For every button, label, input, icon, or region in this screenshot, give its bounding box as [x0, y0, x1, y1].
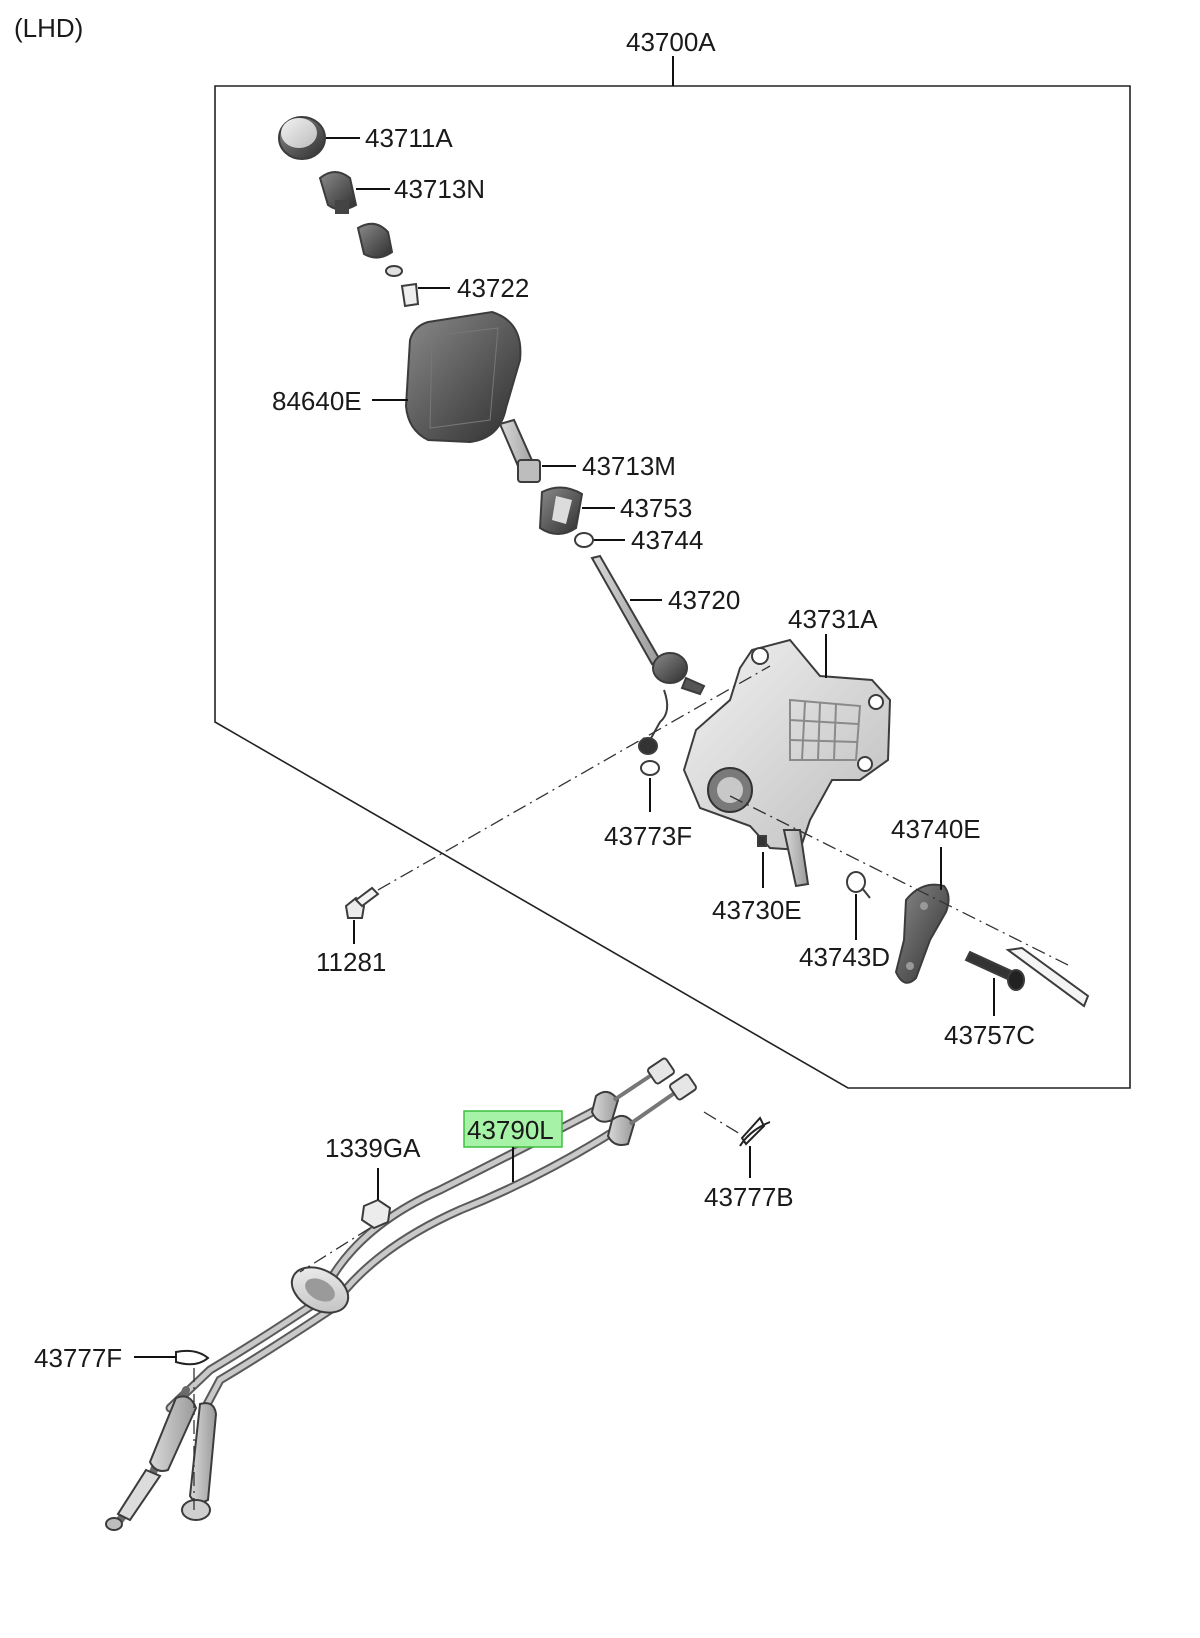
- shift-cable-assembly[interactable]: [105, 1057, 697, 1531]
- part-label-43777F: 43777F: [34, 1343, 122, 1373]
- part-label-43744: 43744: [631, 525, 703, 555]
- shift-lever-adapter[interactable]: [498, 418, 541, 483]
- assembly-frame: [214, 85, 1131, 1089]
- lever-sleeve[interactable]: [538, 486, 584, 535]
- small-ring[interactable]: [385, 265, 403, 277]
- assembly-label: 43700A: [626, 27, 716, 57]
- mounting-bolt[interactable]: [344, 886, 380, 919]
- centerline-nut: [299, 1227, 371, 1273]
- part-label-43757C: 43757C: [944, 1020, 1035, 1050]
- shift-knob[interactable]: [278, 116, 326, 160]
- part-label-43722: 43722: [457, 273, 529, 303]
- centerline-bolt: [377, 665, 771, 891]
- part-label-11281: 11281: [316, 947, 386, 977]
- spring-bushing[interactable]: [400, 282, 420, 308]
- part-label-43711A: 43711A: [365, 123, 453, 153]
- part-label-43713M: 43713M: [582, 451, 676, 481]
- retaining-blade[interactable]: [1005, 946, 1090, 1008]
- cable-clip-lower[interactable]: [175, 1349, 210, 1366]
- part-label-84640E: 84640E: [272, 386, 362, 416]
- centerline-pin: [729, 795, 1071, 967]
- shifter-housing[interactable]: [682, 638, 892, 888]
- bracket-pin[interactable]: [964, 950, 1025, 991]
- shift-lever[interactable]: [590, 554, 706, 755]
- part-label-43731A: 43731A: [788, 604, 878, 634]
- cable-nut[interactable]: [360, 1198, 392, 1230]
- variant-label: (LHD): [14, 13, 83, 43]
- part-label-43753: 43753: [620, 493, 692, 523]
- centerline-clip: [703, 1111, 741, 1135]
- part-label-43790L[interactable]: 43790L: [467, 1115, 554, 1145]
- knob-collar[interactable]: [356, 222, 394, 259]
- cable-clip-upper[interactable]: [739, 1116, 771, 1147]
- o-ring[interactable]: [574, 532, 594, 548]
- part-label-1339GA: 1339GA: [325, 1133, 421, 1163]
- shift-boot[interactable]: [404, 310, 522, 444]
- part-label-43713N: 43713N: [394, 174, 485, 204]
- part-label-43777B: 43777B: [704, 1182, 794, 1212]
- part-label-43720: 43720: [668, 585, 740, 615]
- part-label-43773F: 43773F: [604, 821, 692, 851]
- part-label-43743D: 43743D: [799, 942, 890, 972]
- cable-bracket[interactable]: [894, 883, 950, 984]
- part-label-43740E: 43740E: [891, 814, 981, 844]
- part-label-43730E: 43730E: [712, 895, 802, 925]
- lever-washer[interactable]: [640, 760, 660, 776]
- housing-pin[interactable]: [757, 835, 767, 847]
- spring-clip[interactable]: [846, 871, 871, 899]
- knob-retainer[interactable]: [318, 171, 358, 214]
- highlight-43790L: [463, 1110, 563, 1148]
